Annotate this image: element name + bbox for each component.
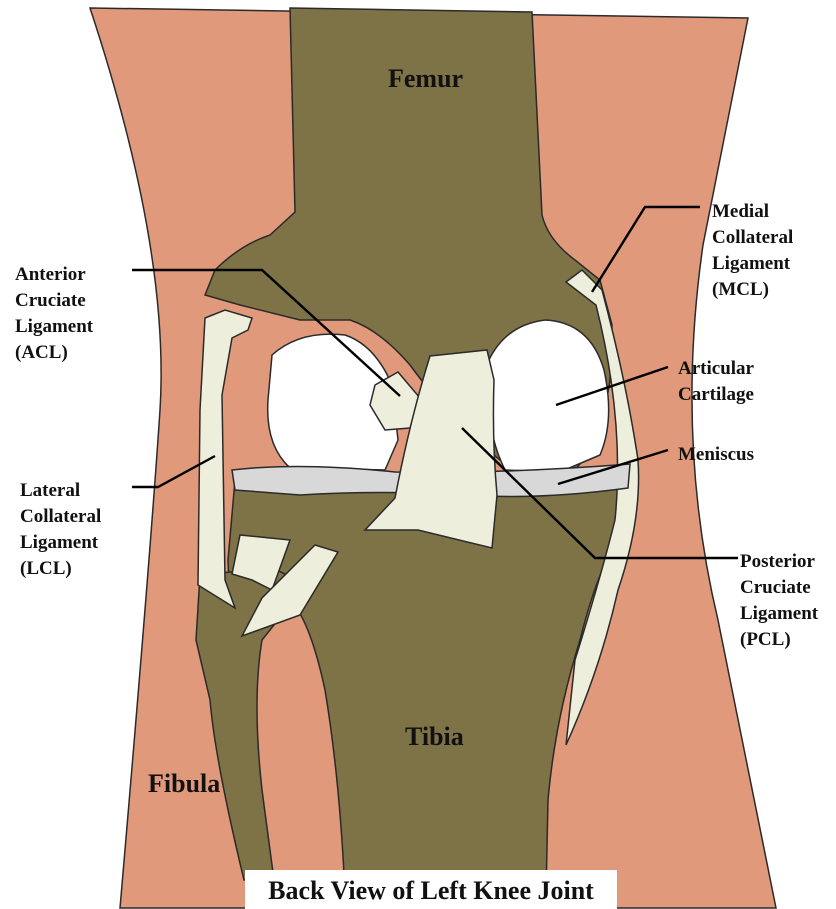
fibula-label: Fibula	[148, 769, 220, 798]
articular-cartilage-medial	[488, 320, 609, 472]
lcl-label: Lateral Collateral Ligament (LCL)	[20, 480, 106, 579]
mcl-label: Medial Collateral Ligament (MCL)	[712, 201, 798, 300]
tibia-label: Tibia	[405, 722, 464, 751]
acl-label: Anterior Cruciate Ligament (ACL)	[15, 264, 98, 363]
diagram-caption: Back View of Left Knee Joint	[268, 876, 594, 905]
femur-label: Femur	[388, 64, 463, 93]
meniscus-label: Meniscus	[678, 444, 754, 465]
pcl-label: Posterior Cruciate Ligament (PCL)	[740, 551, 823, 650]
